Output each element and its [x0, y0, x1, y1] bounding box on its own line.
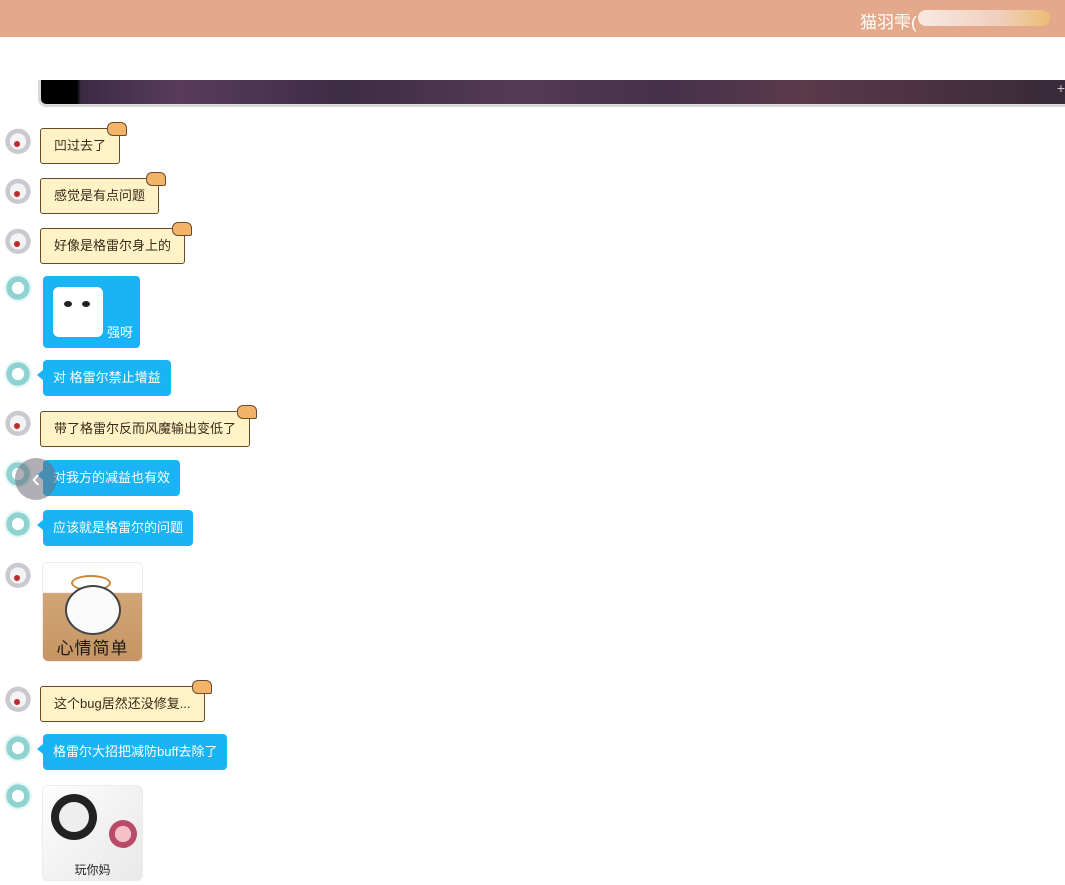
avatar-cat[interactable] [4, 176, 32, 204]
message-text: 感觉是有点问题 [54, 188, 146, 203]
avatar-teal[interactable] [4, 510, 32, 538]
avatar-teal[interactable] [4, 360, 32, 388]
message-bubble[interactable]: 格雷尔大招把减防buff去除了 [36, 734, 228, 770]
panda-face-image [51, 794, 97, 840]
message-text: 对我方的减益也有效 [53, 470, 171, 485]
chat-header: 猫羽雫( [0, 0, 1065, 37]
pinned-banner-image[interactable]: + [38, 80, 1065, 107]
avatar-cat[interactable] [4, 684, 32, 712]
bubble-decoration-icon [172, 222, 193, 236]
message-text: 好像是格雷尔身上的 [54, 238, 172, 253]
banner-expand-icon[interactable]: + [1056, 80, 1065, 96]
message-text: 格雷尔大招把减防buff去除了 [53, 744, 218, 759]
sticker-face-image [53, 287, 103, 337]
message-text: 对 格雷尔禁止增益 [53, 370, 161, 385]
image-caption: 心情简单 [56, 639, 129, 658]
sticker-caption: 强呀 [107, 325, 134, 340]
avatar-teal[interactable] [4, 782, 32, 810]
avatar-cat[interactable] [4, 126, 32, 154]
avatar-teal[interactable] [4, 734, 32, 762]
avatar-badge-image [109, 820, 137, 848]
message-text: 应该就是格雷尔的问题 [53, 520, 184, 535]
bubble-decoration-icon [107, 122, 128, 136]
image-caption: 玩你妈 [74, 863, 111, 877]
message-bubble[interactable]: 应该就是格雷尔的问题 [36, 510, 194, 546]
message-bubble[interactable]: 凹过去了 [40, 122, 128, 164]
message-bubble[interactable]: 带了格雷尔反而风魔输出变低了 [40, 405, 258, 447]
message-text: 这个bug居然还没修复... [54, 696, 191, 711]
back-button[interactable]: ‹ [15, 458, 57, 500]
image-message[interactable]: 玩你妈 [42, 785, 143, 881]
image-message[interactable]: 心情简单 [42, 562, 143, 662]
message-bubble[interactable]: 对 格雷尔禁止增益 [37, 360, 171, 396]
chat-title: 猫羽雫( [860, 13, 917, 32]
chevron-left-icon: ‹ [31, 463, 41, 493]
paimon-head-image [65, 585, 121, 635]
bubble-decoration-icon [146, 172, 167, 186]
bubble-decoration-icon [237, 405, 258, 419]
redacted-name-blur [918, 10, 1050, 26]
avatar-teal[interactable] [4, 274, 32, 302]
avatar-cat[interactable] [4, 226, 32, 254]
bubble-decoration-icon [191, 680, 212, 694]
message-text: 带了格雷尔反而风魔输出变低了 [54, 421, 237, 436]
message-bubble[interactable]: 好像是格雷尔身上的 [40, 222, 193, 264]
sticker-message[interactable]: 强呀 [43, 276, 140, 348]
avatar-cat[interactable] [4, 560, 32, 588]
message-text: 凹过去了 [54, 138, 107, 153]
message-bubble[interactable]: 感觉是有点问题 [40, 172, 167, 214]
message-bubble[interactable]: 对我方的减益也有效 [36, 460, 181, 496]
message-bubble[interactable]: 这个bug居然还没修复... [40, 680, 212, 722]
avatar-cat[interactable] [4, 408, 32, 436]
